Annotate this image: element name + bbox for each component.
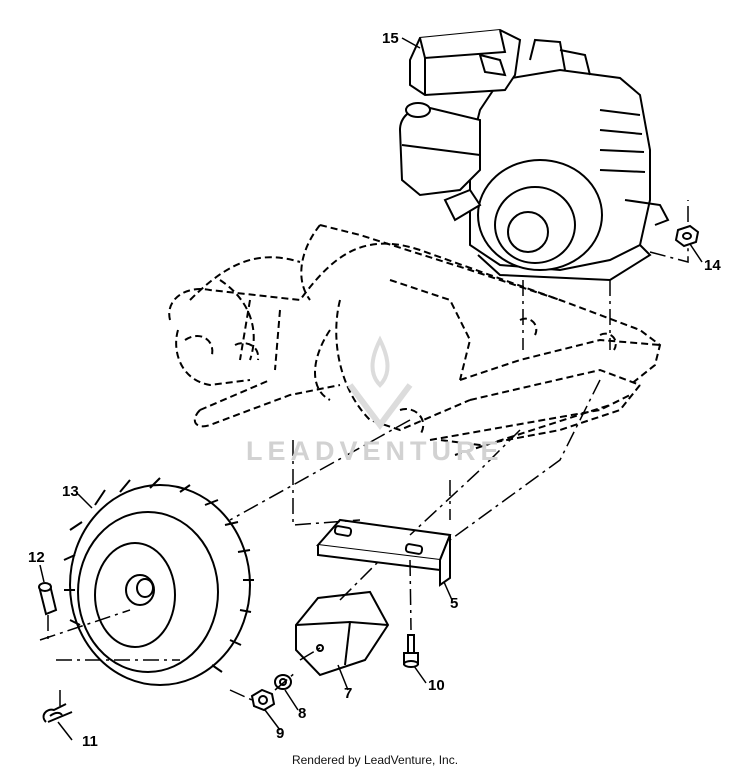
watermark-text: LEADVENTURE <box>246 436 504 466</box>
leadventure-watermark-logo <box>347 335 413 430</box>
callout-7: 7 <box>344 685 353 702</box>
weight-block <box>295 590 390 677</box>
lock-washer <box>274 674 292 690</box>
hex-nut-14 <box>674 224 700 248</box>
clevis-pin <box>38 582 58 616</box>
mounting-bracket <box>315 518 452 587</box>
callout-14: 14 <box>704 257 721 274</box>
wheel-assembly <box>63 477 254 686</box>
hairpin-clip <box>42 703 73 723</box>
callout-15: 15 <box>382 30 399 47</box>
callout-12: 12 <box>28 549 45 566</box>
hex-nut-9 <box>250 688 276 712</box>
callout-5: 5 <box>450 595 459 612</box>
callout-13: 13 <box>62 483 79 500</box>
callout-11: 11 <box>82 733 98 750</box>
assembly-lines <box>39 200 689 708</box>
footer-credit: Rendered by LeadVenture, Inc. <box>291 753 459 767</box>
bolt <box>403 634 419 668</box>
callout-8: 8 <box>298 705 307 722</box>
callout-leaders <box>39 37 703 741</box>
engine <box>398 28 670 282</box>
callout-10: 10 <box>428 677 445 694</box>
callout-9: 9 <box>276 725 285 742</box>
